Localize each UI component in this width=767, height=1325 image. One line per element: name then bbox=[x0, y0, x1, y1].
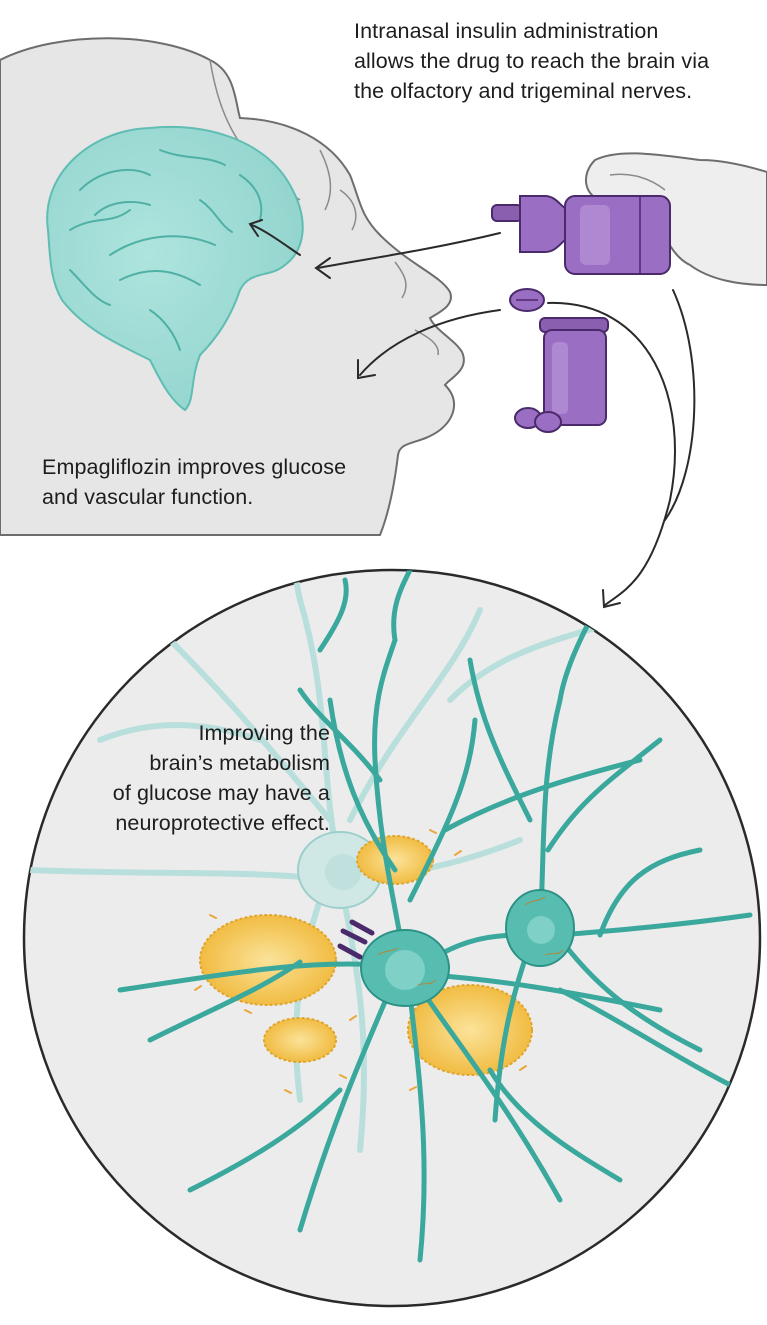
empagliflozin-caption-line-1: Empagliflozin improves glucose bbox=[42, 455, 347, 479]
empagliflozin-caption-line-2: and vascular function. bbox=[42, 485, 254, 509]
drug-marks bbox=[337, 919, 375, 960]
neuroprotection-caption: Improving the brain’s metabolism of gluc… bbox=[40, 718, 330, 838]
brain bbox=[46, 125, 304, 412]
neuroprotection-caption-line-2: brain’s metabolism bbox=[149, 751, 330, 775]
neuron-circle bbox=[22, 568, 762, 1308]
insulin-caption: Intranasal insulin administration allows… bbox=[354, 16, 709, 106]
pill-bottle-icon bbox=[514, 317, 609, 433]
neuroprotection-caption-line-1: Improving the bbox=[198, 721, 330, 745]
neuroprotection-caption-line-4: neuroprotective effect. bbox=[115, 811, 330, 835]
pill-icon bbox=[509, 288, 545, 312]
nasal-spray-icon bbox=[491, 195, 671, 275]
insulin-caption-line-1: Intranasal insulin administration bbox=[354, 19, 659, 43]
neuroprotection-caption-line-3: of glucose may have a bbox=[112, 781, 330, 805]
to-neuron-arrows bbox=[547, 289, 696, 609]
insulin-caption-line-2: allows the drug to reach the brain via bbox=[354, 49, 710, 73]
oral-arrow bbox=[357, 309, 501, 380]
nasal-arrows bbox=[248, 219, 501, 279]
insulin-caption-line-3: the olfactory and trigeminal nerves. bbox=[354, 79, 693, 103]
empagliflozin-caption: Empagliflozin improves glucose and vascu… bbox=[42, 452, 346, 512]
